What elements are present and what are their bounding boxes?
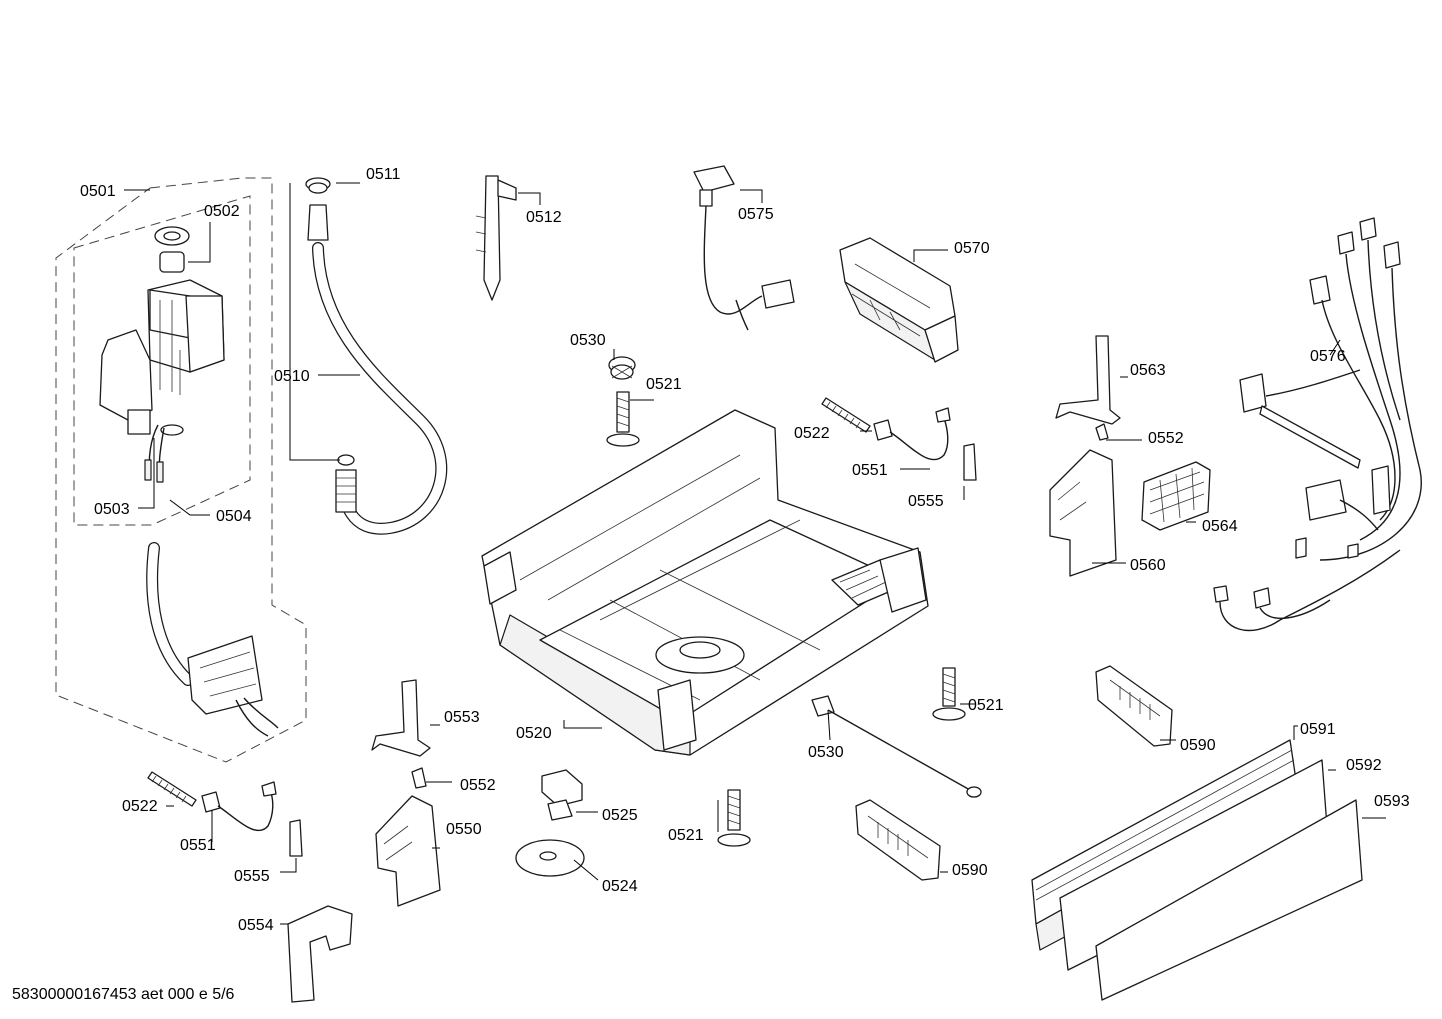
slide-part-upper [1095, 665, 1173, 747]
leader-lines [124, 182, 1386, 925]
clip-0552-part-upper [1095, 423, 1109, 441]
label-0555-lower: 0555 [234, 868, 270, 885]
hinge-bracket-part-upper [1055, 335, 1121, 425]
power-cable-part [693, 165, 795, 331]
base-pan-part [481, 409, 929, 756]
leveling-foot-part-1 [606, 391, 640, 447]
group-outline-0501 [55, 177, 307, 763]
label-0560: 0560 [1130, 557, 1166, 574]
sensor-part-upper [873, 407, 951, 461]
seal-disc-part [515, 839, 585, 877]
label-0522-upper: 0522 [794, 425, 830, 442]
label-0590-lower: 0590 [952, 862, 988, 879]
electronic-module-part [839, 237, 959, 363]
label-0551-upper: 0551 [852, 462, 888, 479]
guide-rod-part [475, 175, 517, 301]
part-number-labels: 0501 0502 0503 0504 0510 0511 0512 0575 … [12, 166, 1410, 1003]
label-0503: 0503 [94, 501, 130, 518]
hinge-cover-part [1141, 461, 1211, 531]
label-0530-lower: 0530 [808, 744, 844, 761]
label-0563: 0563 [1130, 362, 1166, 379]
front-panel-part-2 [1095, 799, 1363, 1001]
leveling-foot-part-3 [717, 789, 751, 847]
label-0555-upper: 0555 [908, 493, 944, 510]
drawing-code: 58300000167453 aet 000 e 5/6 [12, 986, 235, 1003]
label-0552-upper: 0552 [1148, 430, 1184, 447]
label-0521-right: 0521 [968, 697, 1004, 714]
label-0552-lower: 0552 [460, 777, 496, 794]
label-0501: 0501 [80, 183, 116, 200]
label-0520: 0520 [516, 725, 552, 742]
label-0521-lower: 0521 [668, 827, 704, 844]
supply-hose-part [146, 542, 279, 737]
label-0564: 0564 [1202, 518, 1238, 535]
clip-0552-part-lower [411, 767, 427, 789]
label-0593: 0593 [1374, 793, 1410, 810]
label-0550: 0550 [446, 821, 482, 838]
label-0530-upper: 0530 [570, 332, 606, 349]
clip-part-lower [289, 819, 303, 857]
label-0553: 0553 [444, 709, 480, 726]
clip-part-upper [963, 443, 977, 481]
label-0554: 0554 [238, 917, 274, 934]
label-0575: 0575 [738, 206, 774, 223]
label-0504: 0504 [216, 508, 252, 525]
spring-part-lower [147, 771, 197, 807]
label-0592: 0592 [1346, 757, 1382, 774]
sensor-part-lower [201, 781, 277, 832]
label-0591: 0591 [1300, 721, 1336, 738]
cover-part-lower [287, 905, 353, 1003]
label-0511: 0511 [366, 166, 401, 183]
drain-hose-part [305, 177, 448, 535]
gear-part [608, 356, 636, 380]
switch-part [541, 769, 583, 821]
door-bracket-part [1049, 449, 1117, 577]
slide-part-lower [855, 799, 941, 881]
label-0522-lower: 0522 [122, 798, 158, 815]
spring-part-upper [821, 397, 871, 433]
label-0576: 0576 [1310, 348, 1346, 365]
leveling-foot-part-2 [932, 667, 966, 721]
label-0524: 0524 [602, 878, 638, 895]
door-hinge-part [375, 795, 441, 907]
label-0570: 0570 [954, 240, 990, 257]
label-0525: 0525 [602, 807, 638, 824]
label-0502: 0502 [204, 203, 240, 220]
hinge-bracket-part-lower [371, 679, 431, 757]
label-0510: 0510 [274, 368, 310, 385]
wiring-harness-part [1213, 217, 1422, 632]
water-inlet-valve-part [99, 226, 225, 483]
label-0551-lower: 0551 [180, 837, 216, 854]
label-0521-upper: 0521 [646, 376, 682, 393]
label-0590-upper: 0590 [1180, 737, 1216, 754]
label-0512: 0512 [526, 209, 562, 226]
